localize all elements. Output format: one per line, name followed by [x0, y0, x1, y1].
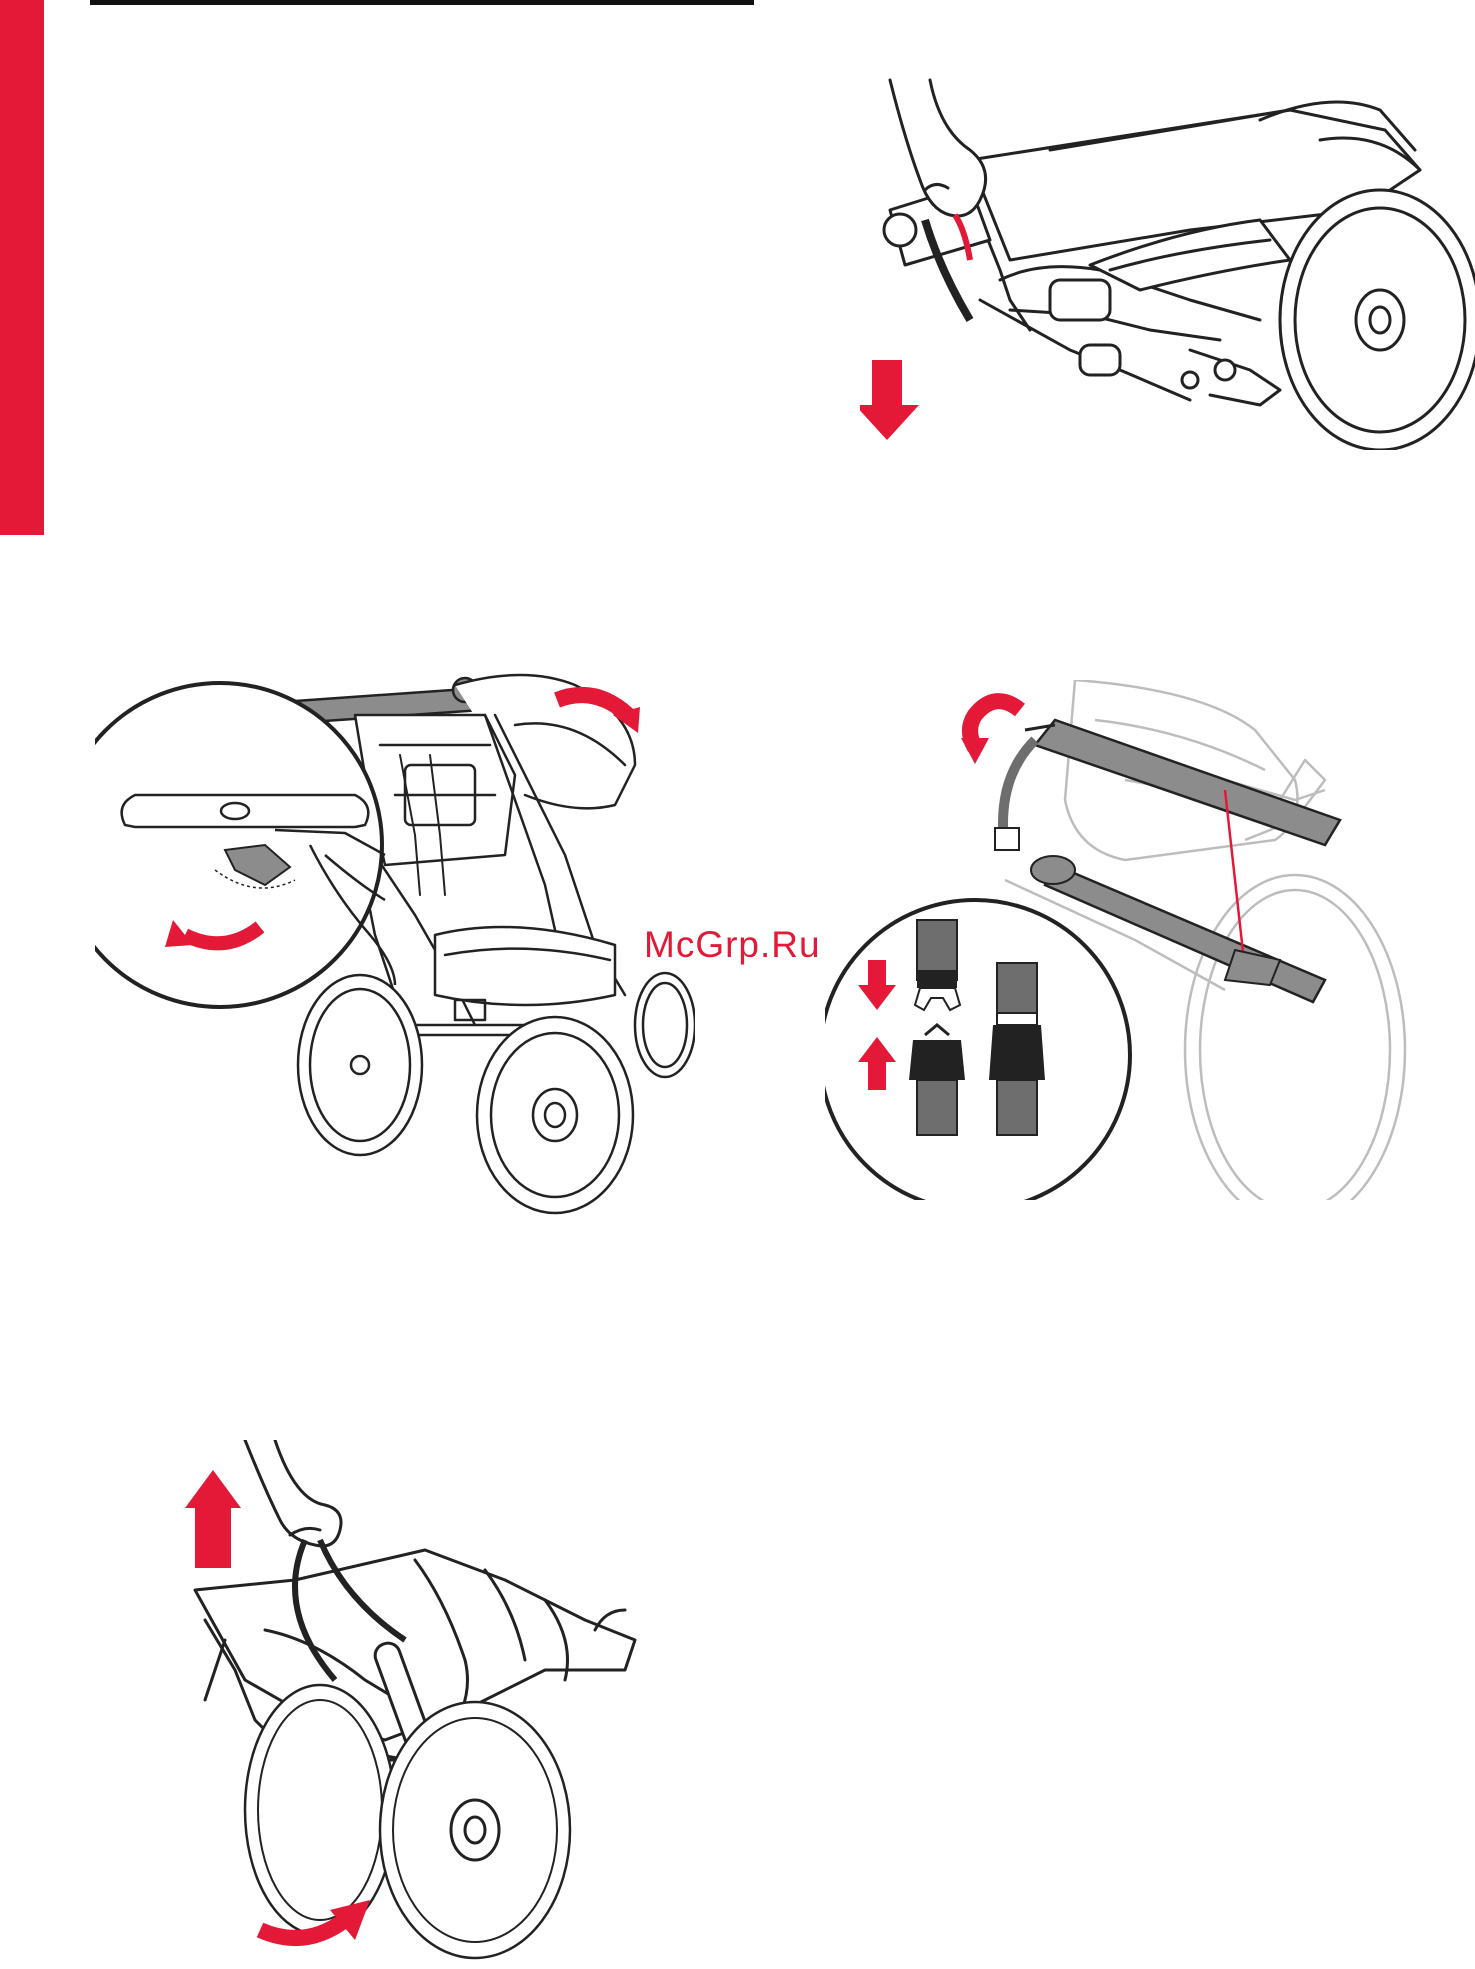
arrow-up-icon: [185, 1470, 241, 1568]
section-tab: [0, 0, 44, 535]
fold-handle-illustration: [95, 655, 695, 1215]
buckle-straps-illustration: [825, 680, 1465, 1200]
arrow-down-icon: [860, 360, 919, 440]
arrow-rotate-left-icon: [961, 701, 1020, 764]
buckle-inset: [825, 900, 1130, 1200]
pull-strap-illustration: [860, 70, 1475, 450]
watermark-text: McGrp.Ru: [644, 924, 821, 966]
lift-fold-illustration: [165, 1440, 665, 1960]
header-rule: [90, 0, 754, 5]
magnify-inset: [95, 683, 395, 1007]
